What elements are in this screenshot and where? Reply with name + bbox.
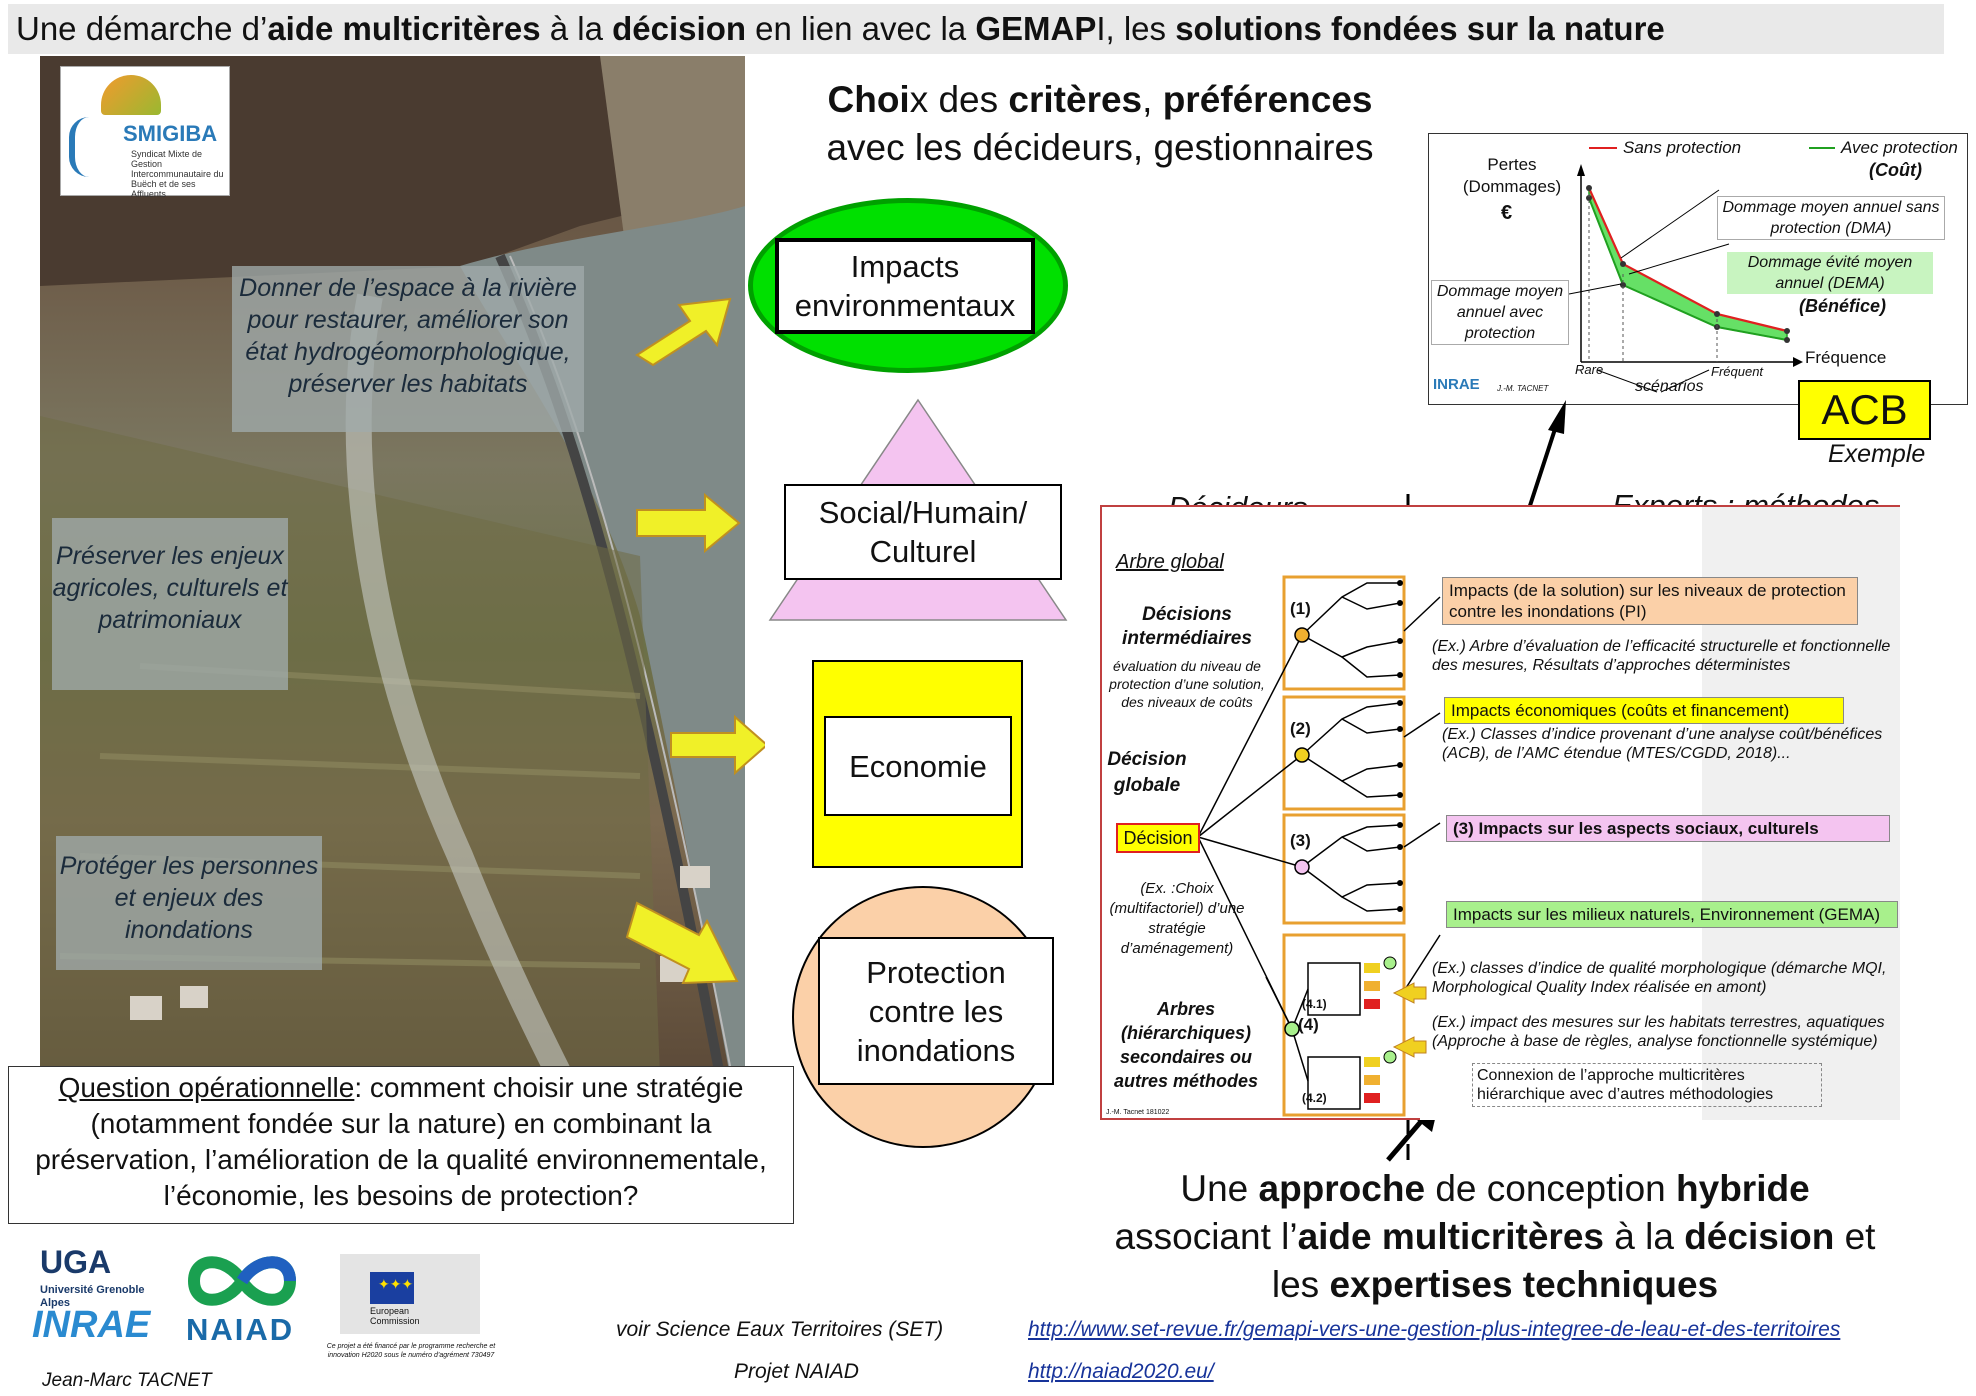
funding-note: Ce projet a été financé par le programme… (326, 1343, 496, 1359)
arrow-to-social (636, 492, 741, 554)
photo-text-habitat: Donner de l’espace à la rivière pour res… (232, 266, 584, 432)
arrow-to-eco (670, 714, 765, 776)
dema-label: Dommage évité moyen annuel (DEMA) (1727, 252, 1933, 294)
acb-chart: Sans protection Avec protection (Coût) P… (1428, 133, 1968, 405)
hybrid-approach-text: Une approche de conception hybride assoc… (1114, 1168, 1876, 1305)
frequent-label: Fréquent (1711, 364, 1764, 379)
operational-question: Question opérationnelle: comment choisir… (8, 1066, 794, 1224)
legend-avec: Avec protection (1841, 138, 1958, 157)
scenarios-label: scénarios (1635, 378, 1704, 395)
photo-text-agri: Préserver les enjeux agricoles, culturel… (52, 518, 288, 690)
mountain-icon (101, 75, 161, 115)
naiad-link[interactable]: http://naiad2020.eu/ (1028, 1360, 1214, 1383)
legend-sans: Sans protection (1623, 138, 1742, 157)
logo-subtitle: Syndicat Mixte de Gestion Intercommunaut… (131, 149, 224, 199)
aerial-photo: SMIGIBA Syndicat Mixte de Gestion Interc… (40, 56, 745, 1076)
example-42: (Ex.) impact des mesures sur les habitat… (1432, 1014, 1885, 1050)
ec-building-icon: ✦✦✦ European Commission (340, 1254, 480, 1334)
acb-author: J.-M. TACNET (1497, 384, 1549, 393)
cout-label: (Coût) (1869, 160, 1922, 180)
naiad-label: Projet NAIAD (734, 1360, 859, 1383)
naiad-logo: NAIAD (186, 1312, 295, 1347)
node-41-label: (4.1) (1302, 997, 1327, 1011)
box-1-protection: Impacts (de la solution) sur les niveaux… (1442, 577, 1858, 625)
exemple-label: Exemple (1828, 440, 1926, 468)
dma-label: Dommage moyen annuel sans protection (DM… (1717, 196, 1945, 240)
node-4-label: (4) (1298, 1015, 1319, 1034)
node-3-label: (3) (1290, 831, 1311, 850)
box-3-social: (3) Impacts sur les aspects sociaux, cul… (1446, 815, 1890, 842)
env-label: Impacts environmentaux (775, 238, 1035, 334)
arrow-to-env (635, 297, 732, 367)
eval-label: évaluation du niveau de protection d’une… (1109, 658, 1265, 710)
eco-label: Economie (824, 716, 1012, 816)
box-2-economie: Impacts économiques (coûts et financemen… (1444, 697, 1844, 724)
box-4-environnement: Impacts sur les milieux naturels, Enviro… (1446, 901, 1898, 928)
avec-protection-label: Dommage moyen annuel avec protection (1431, 280, 1569, 345)
decisions-int-label: Décisions intermédiaires (1122, 604, 1252, 649)
logo-text: SMIGIBA (123, 121, 218, 146)
protect-label: Protection contre les inondations (818, 937, 1054, 1085)
infinity-icon (187, 1256, 297, 1306)
inrae-mini-logo: INRAE (1433, 376, 1480, 393)
set-label: voir Science Eaux Territoires (SET) (616, 1318, 944, 1341)
river-icon (69, 117, 119, 177)
uga-logo: UGA (40, 1244, 112, 1280)
set-link[interactable]: http://www.set-revue.fr/gemapi-vers-une-… (1028, 1318, 1841, 1341)
decision-node: Décision (1116, 823, 1200, 853)
photo-text-protect: Protéger les personnes et enjeux des ino… (56, 836, 322, 970)
arbre-global-label: Arbre global (1116, 551, 1224, 573)
example-41: (Ex.) classes d’indice de qualité morpho… (1432, 960, 1887, 996)
inrae-logo: INRAE (32, 1304, 151, 1346)
benefice-label: (Bénéfice) (1799, 296, 1887, 316)
decision-globale-label: Décision globale (1107, 749, 1187, 796)
criteria-arrows (625, 297, 765, 985)
example-2: (Ex.) Classes d’indice provenant d’une a… (1442, 726, 1883, 762)
rare-label: Rare (1575, 362, 1604, 377)
euro-label: € (1501, 202, 1513, 224)
choix-example-label: (Ex. :Choix (multifactoriel) d’une strat… (1109, 880, 1245, 957)
eu-flag-icon: ✦✦✦ (370, 1272, 414, 1304)
uga-subtitle: Université Grenoble Alpes (40, 1284, 145, 1309)
author-stamp: J.-M. Tacnet 181022 (1106, 1109, 1170, 1116)
acb-label: ACB (1798, 380, 1931, 440)
connexion-box: Connexion de l’approche multicritères hi… (1472, 1063, 1822, 1107)
hierarchy-diagram: Arbre global Décisions intermédiaires év… (1100, 505, 1900, 1120)
ec-text: European Commission (370, 1306, 420, 1326)
author-name: Jean-Marc TACNET (42, 1370, 212, 1391)
x-axis-label: Fréquence (1805, 348, 1887, 367)
node-42-label: (4.2) (1302, 1091, 1327, 1105)
arbres-label: Arbres (hiérarchiques) secondaires ou au… (1113, 999, 1259, 1091)
node-2-label: (2) (1290, 719, 1311, 738)
social-label: Social/Humain/ Culturel (784, 484, 1062, 580)
node-1-label: (1) (1290, 599, 1311, 618)
arrow-to-protect (625, 901, 739, 985)
example-1: (Ex.) Arbre d’évaluation de l’efficacité… (1432, 638, 1891, 674)
y-axis-label: Pertes (Dommages) (1462, 155, 1562, 196)
page-title: Une démarche d’aide multicritères à la d… (8, 4, 1944, 54)
smigiba-logo: SMIGIBA Syndicat Mixte de Gestion Interc… (60, 66, 230, 199)
